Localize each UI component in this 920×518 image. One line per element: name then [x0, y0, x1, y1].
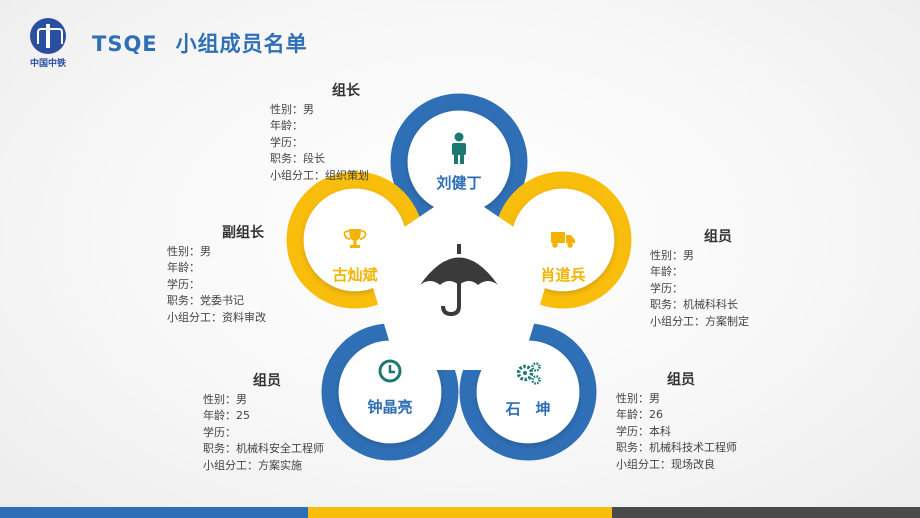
info-education: 学历： [203, 425, 236, 439]
petal-fill-top [408, 111, 510, 213]
info-gender: 性别：男 [650, 248, 694, 262]
company-logo: 中国中铁 [24, 18, 72, 69]
info-gender: 性别：男 [616, 391, 660, 405]
info-gender: 性别：男 [167, 244, 211, 258]
info-position: 职务：机械科安全工程师 [203, 442, 324, 455]
title-text: 小组成员名单 [175, 32, 308, 56]
member-role: 组员 [667, 372, 695, 388]
logo-text: 中国中铁 [29, 59, 66, 69]
member-info-right: 组员 性别：男 年龄： 学历： 职务：机械科科长 小组分工：方案制定 [650, 229, 749, 330]
bottom-color-bar [0, 507, 920, 518]
info-gender: 性别：男 [203, 392, 247, 406]
page-title: TSQE 小组成员名单 [92, 28, 308, 58]
member-info-bottom-right: 组员 性别：男 年龄：26 学历：本科 职务：机械科技术工程师 小组分工：现场改… [616, 372, 737, 473]
info-duty: 小组分工：方案实施 [203, 458, 302, 472]
member-name-top: 刘健丁 [436, 174, 482, 192]
info-gender: 性别：男 [270, 102, 314, 116]
info-education: 学历： [167, 277, 200, 291]
info-education: 学历： [650, 281, 683, 295]
info-duty: 小组分工：现场改良 [616, 457, 715, 471]
logo-emblem-icon [30, 18, 66, 54]
info-age: 年龄： [650, 265, 683, 278]
info-education: 学历：本科 [616, 424, 671, 438]
info-duty: 小组分工：资料审改 [167, 310, 266, 324]
bottom-bar-yellow [308, 507, 612, 518]
member-role: 副组长 [222, 225, 264, 241]
info-position: 职务：机械科技术工程师 [616, 441, 737, 454]
member-name-bottom-right: 石 坤 [505, 400, 551, 418]
info-position: 职务：党委书记 [167, 294, 244, 307]
bottom-bar-blue [0, 507, 309, 518]
info-position: 职务：机械科科长 [650, 298, 738, 311]
member-role: 组员 [253, 373, 281, 389]
member-role: 组员 [704, 229, 732, 245]
member-info-leader: 组长 性别：男 年龄： 学历： 职务：段长 小组分工：组织策划 [270, 83, 369, 184]
member-role: 组长 [332, 83, 360, 99]
info-age: 年龄： [167, 261, 200, 274]
info-age: 年龄： [270, 119, 303, 132]
bottom-bar-gray [611, 507, 920, 518]
gears-icon [516, 362, 541, 385]
member-info-bottom-left: 组员 性别：男 年龄：25 学历： 职务：机械科安全工程师 小组分工：方案实施 [203, 373, 324, 474]
info-age: 年龄：25 [203, 409, 250, 422]
info-education: 学历： [270, 135, 303, 149]
info-duty: 小组分工：方案制定 [650, 314, 749, 328]
trophy-icon [343, 229, 367, 248]
title-tag: TSQE [92, 32, 158, 56]
info-position: 职务：段长 [270, 152, 325, 165]
person-icon [452, 132, 466, 164]
member-name-bottom-left: 钟晶亮 [367, 398, 413, 416]
member-name-right: 肖道兵 [540, 266, 586, 284]
info-duty: 小组分工：组织策划 [270, 168, 369, 182]
info-age: 年龄：26 [616, 408, 663, 421]
clock-icon [378, 359, 402, 383]
member-info-deputy: 副组长 性别：男 年龄： 学历： 职务：党委书记 小组分工：资料审改 [167, 225, 266, 326]
truck-icon [551, 232, 575, 248]
member-name-left: 古灿斌 [332, 266, 378, 284]
umbrella-icon [420, 244, 498, 316]
